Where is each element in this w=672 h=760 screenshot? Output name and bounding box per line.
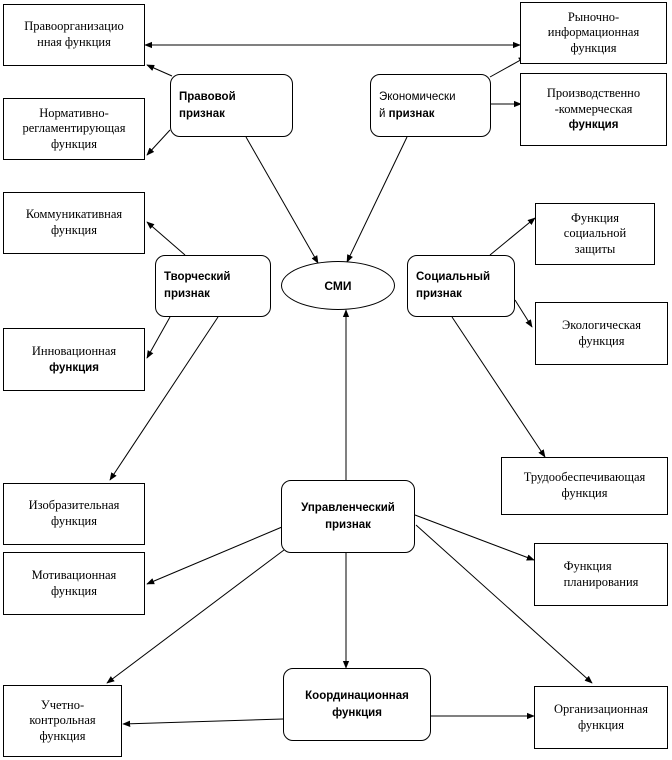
node-social-sign: Социальный признак xyxy=(407,255,515,317)
arrow-social-labor xyxy=(451,316,546,458)
label: Изобразительная функция xyxy=(28,498,120,528)
node-managerial-sign: Управленческий признак xyxy=(281,480,415,553)
arrow-creative-communicative xyxy=(146,221,186,256)
arrow-managerial-organizational xyxy=(415,524,593,684)
label: Функция планирования xyxy=(563,558,639,589)
function-social-protection: Функция социальной защиты xyxy=(535,203,655,265)
node-legal-sign: Правовой признак xyxy=(170,74,293,137)
label: Учетно- контрольная функция xyxy=(29,697,96,743)
label: Творческий признак xyxy=(164,271,231,300)
arrow-managerial-accounting xyxy=(106,549,285,684)
function-production: Производственно -коммерческая функция xyxy=(520,73,667,146)
label: Трудообеспечивающая функция xyxy=(523,470,646,500)
node-creative-sign: Творческий признак xyxy=(155,255,271,317)
label: Производственно -коммерческая функция xyxy=(546,86,641,132)
function-planning: Функция планирования xyxy=(534,543,668,606)
label: СМИ xyxy=(324,278,352,293)
arrow-legal-normative xyxy=(146,129,171,156)
label: Коммуникативная функция xyxy=(25,207,123,237)
label: Инновационная функция xyxy=(31,343,117,374)
arrow-social-protect xyxy=(489,217,536,256)
label-bold: функция xyxy=(49,361,99,374)
node-economic-sign: Экономически й признак xyxy=(370,74,491,137)
label: Функция социальной защиты xyxy=(563,210,627,256)
function-accounting: Учетно- контрольная функция xyxy=(3,685,122,757)
arrow-social-ecological xyxy=(514,299,533,328)
center-smi: СМИ xyxy=(281,261,395,310)
label: Экологическая функция xyxy=(562,317,641,348)
function-labor: Трудообеспечивающая функция xyxy=(501,457,668,515)
node-coordination-function: Координационная функция xyxy=(283,668,431,741)
arrow-legal-laworg xyxy=(146,64,173,77)
function-market-info: Рыночно- информационная функция xyxy=(520,2,667,64)
label: Правоорганизацио нная функция xyxy=(24,19,124,49)
function-visual: Изобразительная функция xyxy=(3,483,145,545)
function-motivational: Мотивационная функция xyxy=(3,552,145,615)
arrow-econ-smi xyxy=(346,136,408,263)
arrow-creative-visual xyxy=(109,316,219,481)
label: Рыночно- информационная функция xyxy=(547,9,640,55)
label: Координационная функция xyxy=(305,689,409,719)
label-bold: признак xyxy=(388,107,435,120)
arrow-managerial-planning xyxy=(414,514,535,561)
arrow-legal-smi xyxy=(245,136,319,264)
label: Правовой признак xyxy=(179,90,236,120)
label-bold: функция xyxy=(568,119,619,132)
arrow-creative-innovation xyxy=(146,316,171,359)
label: Организационная функция xyxy=(553,701,649,732)
function-communicative: Коммуникативная функция xyxy=(3,192,145,254)
label: Управленческий признак xyxy=(301,501,395,531)
label: Нормативно- регламентирующая функция xyxy=(22,105,126,151)
function-ecological: Экологическая функция xyxy=(535,302,668,365)
arrow-coord-accounting xyxy=(122,718,284,727)
label: Экономически й признак xyxy=(379,90,456,120)
function-normative: Нормативно- регламентирующая функция xyxy=(3,98,145,160)
function-organizational: Организационная функция xyxy=(534,686,668,749)
function-innovation: Инновационная функция xyxy=(3,328,145,391)
label: Мотивационная функция xyxy=(31,567,117,598)
arrow-managerial-motivational xyxy=(146,526,283,585)
function-law-organization: Правоорганизацио нная функция xyxy=(3,4,145,66)
label: Социальный признак xyxy=(416,271,491,300)
